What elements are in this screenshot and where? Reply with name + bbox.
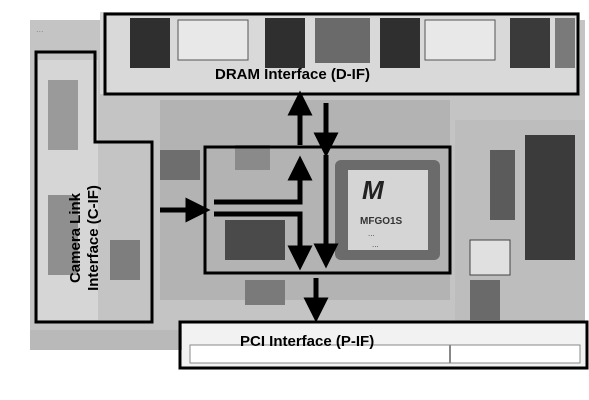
- dram-chip-4: [315, 18, 370, 63]
- component-small-1: [160, 150, 200, 180]
- right-component-2: [470, 240, 510, 275]
- dram-chip-8: [555, 18, 575, 68]
- right-component-3: [470, 280, 500, 320]
- corner-text: ...: [36, 24, 44, 34]
- pci-interface-label: PCI Interface (P-IF): [240, 333, 374, 350]
- camera-component-1: [110, 240, 140, 280]
- dram-chip-6: [425, 20, 495, 60]
- dram-chip-3: [265, 18, 305, 68]
- chip-brand-logo: M: [362, 175, 384, 206]
- dram-chip-5: [380, 18, 420, 68]
- chip-marking-2: ...: [372, 240, 379, 249]
- component-small-2: [235, 145, 270, 170]
- component-small-3: [225, 220, 285, 260]
- dram-interface-label: DRAM Interface (D-IF): [215, 66, 370, 83]
- header-block: [525, 135, 575, 260]
- processor-chip-face: [348, 170, 428, 250]
- dram-chip-7: [510, 18, 550, 68]
- camera-connector-pins-1: [48, 80, 78, 150]
- dram-chip-2: [178, 20, 248, 60]
- camera-link-interface-label: Camera Link Interface (C-IF): [67, 163, 103, 313]
- component-small-4: [245, 280, 285, 305]
- dram-chip-1: [130, 18, 170, 68]
- chip-part-number: MFGO1S: [360, 216, 402, 227]
- right-component-1: [490, 150, 515, 220]
- chip-marking-1: ...: [368, 229, 375, 238]
- pcb-bottom-edge: [30, 330, 190, 350]
